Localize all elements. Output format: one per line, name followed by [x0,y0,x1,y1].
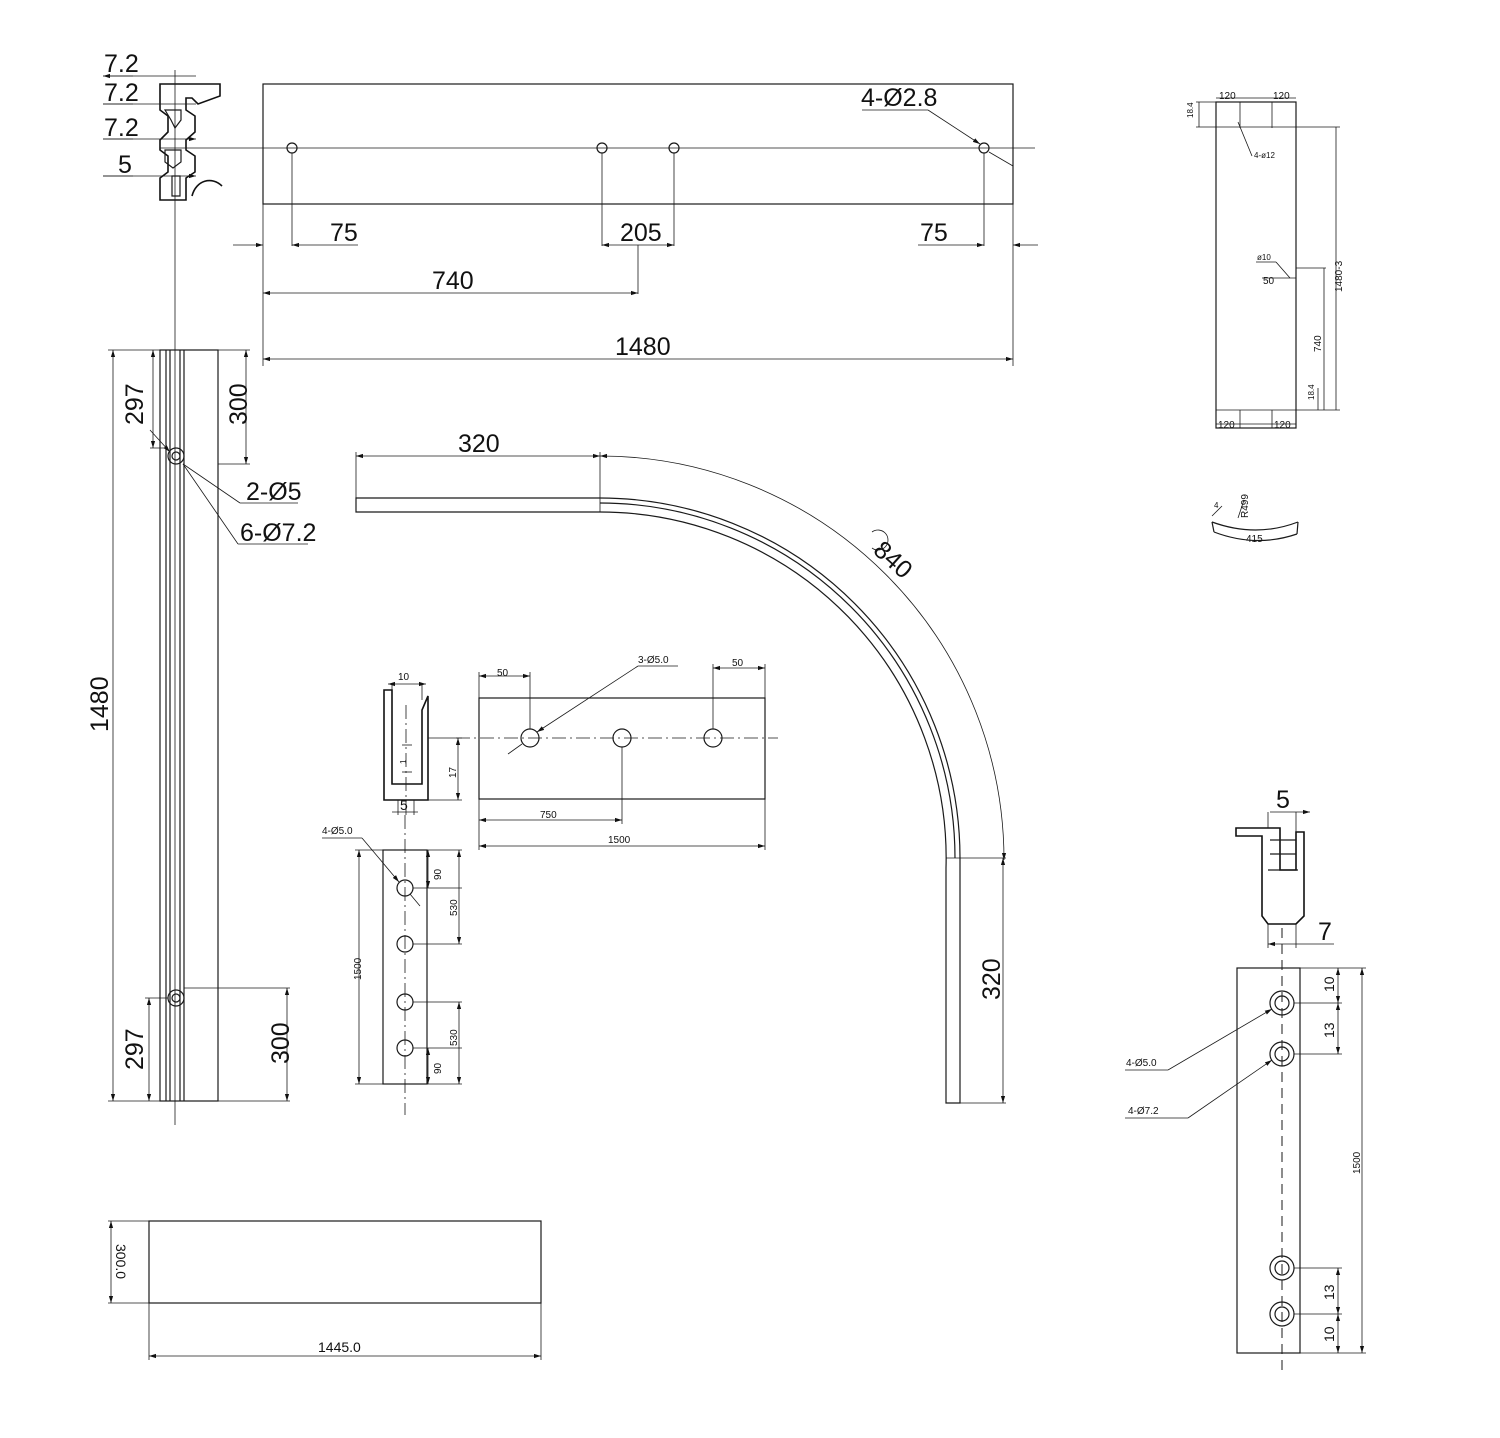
dim-right-7: 7 [1318,918,1332,946]
small-arc-view [1211,499,1299,542]
dim-strip-530-bottom: 530 [449,1029,460,1046]
profile-dimensions [103,73,196,179]
dim-channel-holes: 3-Ø5.0 [638,655,669,666]
dim-right-10-top: 10 [1321,976,1337,992]
channel-top-view [456,664,778,850]
dim-side-holes-b: 6-Ø7.2 [240,519,316,547]
curved-rail-view [355,452,1007,1104]
rail-side-view [108,349,308,1102]
dim-panel-holes: 4-ø12 [1254,151,1275,160]
dim-side-297-top: 297 [121,383,149,425]
dim-side-300-top: 300 [225,383,253,425]
dim-strip-holes: 4-Ø5.0 [322,826,353,837]
dim-panel-18-4-top: 18.4 [1186,102,1195,118]
dim-right-holes-a: 4-Ø5.0 [1126,1058,1157,1069]
dim-curve-r840: 840 [868,536,918,585]
dim-rail-205: 205 [620,219,662,247]
dim-right-10-bottom: 10 [1321,1326,1337,1342]
dim-channel-17: 17 [448,766,459,778]
dim-right-holes-b: 4-Ø7.2 [1128,1106,1159,1117]
dim-panel-50: 50 [1263,276,1275,287]
right-strip-view [1125,928,1366,1372]
dim-strip-90-bottom: 90 [433,1062,444,1074]
dim-panel-18-4-bottom: 18.4 [1307,384,1316,400]
channel-profile [383,681,462,815]
dim-channel-750: 750 [540,810,557,821]
dim-right-5: 5 [1276,786,1290,814]
dim-strip-530-top: 530 [449,899,460,916]
dim-channel-1: 1 [399,759,408,764]
dim-rail-740: 740 [432,267,474,295]
dim-rail-1480: 1480 [615,333,671,361]
vertical-strip-view [322,815,462,1115]
dim-bar-1445: 1445.0 [318,1339,361,1355]
dim-right-13-top: 13 [1321,1022,1337,1038]
dim-profile-7-2-a: 7.2 [104,50,139,78]
dim-side-300-bottom: 300 [267,1022,295,1064]
bottom-bar-view [108,1220,542,1360]
dim-arc-r499: R499 [1240,494,1251,518]
dim-channel-5: 5 [400,797,408,813]
dim-strip-90-top: 90 [433,868,444,880]
dim-profile-5: 5 [118,151,132,179]
dim-side-297-bottom: 297 [121,1028,149,1070]
dim-arc-4: 4 [1214,501,1219,510]
dim-panel-120-c: 120 [1218,420,1235,431]
dim-panel-o10: ø10 [1257,253,1271,262]
dim-panel-120-b: 120 [1273,91,1290,102]
rail-profile-section [159,83,223,201]
dim-rail-75-right: 75 [920,219,948,247]
rail-top-view [233,83,1038,366]
small-panel-view [1196,97,1340,429]
dim-right-13-bottom: 13 [1321,1284,1337,1300]
dim-channel-50-right: 50 [732,658,744,669]
dim-right-1500: 1500 [1352,1151,1363,1174]
dim-strip-1500: 1500 [353,957,364,980]
dim-profile-7-2-b: 7.2 [104,79,139,107]
dim-rail-75-left: 75 [330,219,358,247]
dim-arc-415: 415 [1246,534,1263,545]
dim-panel-120-d: 120 [1274,420,1291,431]
dim-channel-10: 10 [398,672,410,683]
dim-panel-1480: 1480-3 [1334,260,1345,292]
dim-side-holes-a: 2-Ø5 [246,478,302,506]
dim-panel-120-a: 120 [1219,91,1236,102]
dim-curve-320-top: 320 [458,430,500,458]
dim-panel-740: 740 [1313,335,1324,352]
right-profile [1235,809,1334,948]
dim-side-1480: 1480 [86,676,114,732]
dim-channel-50-left: 50 [497,668,509,679]
dim-channel-1500: 1500 [608,835,631,846]
dim-bar-300: 300.0 [113,1244,129,1279]
dim-curve-320-right: 320 [978,958,1006,1000]
dim-profile-7-2-c: 7.2 [104,114,139,142]
dim-rail-holes: 4-Ø2.8 [861,84,937,112]
